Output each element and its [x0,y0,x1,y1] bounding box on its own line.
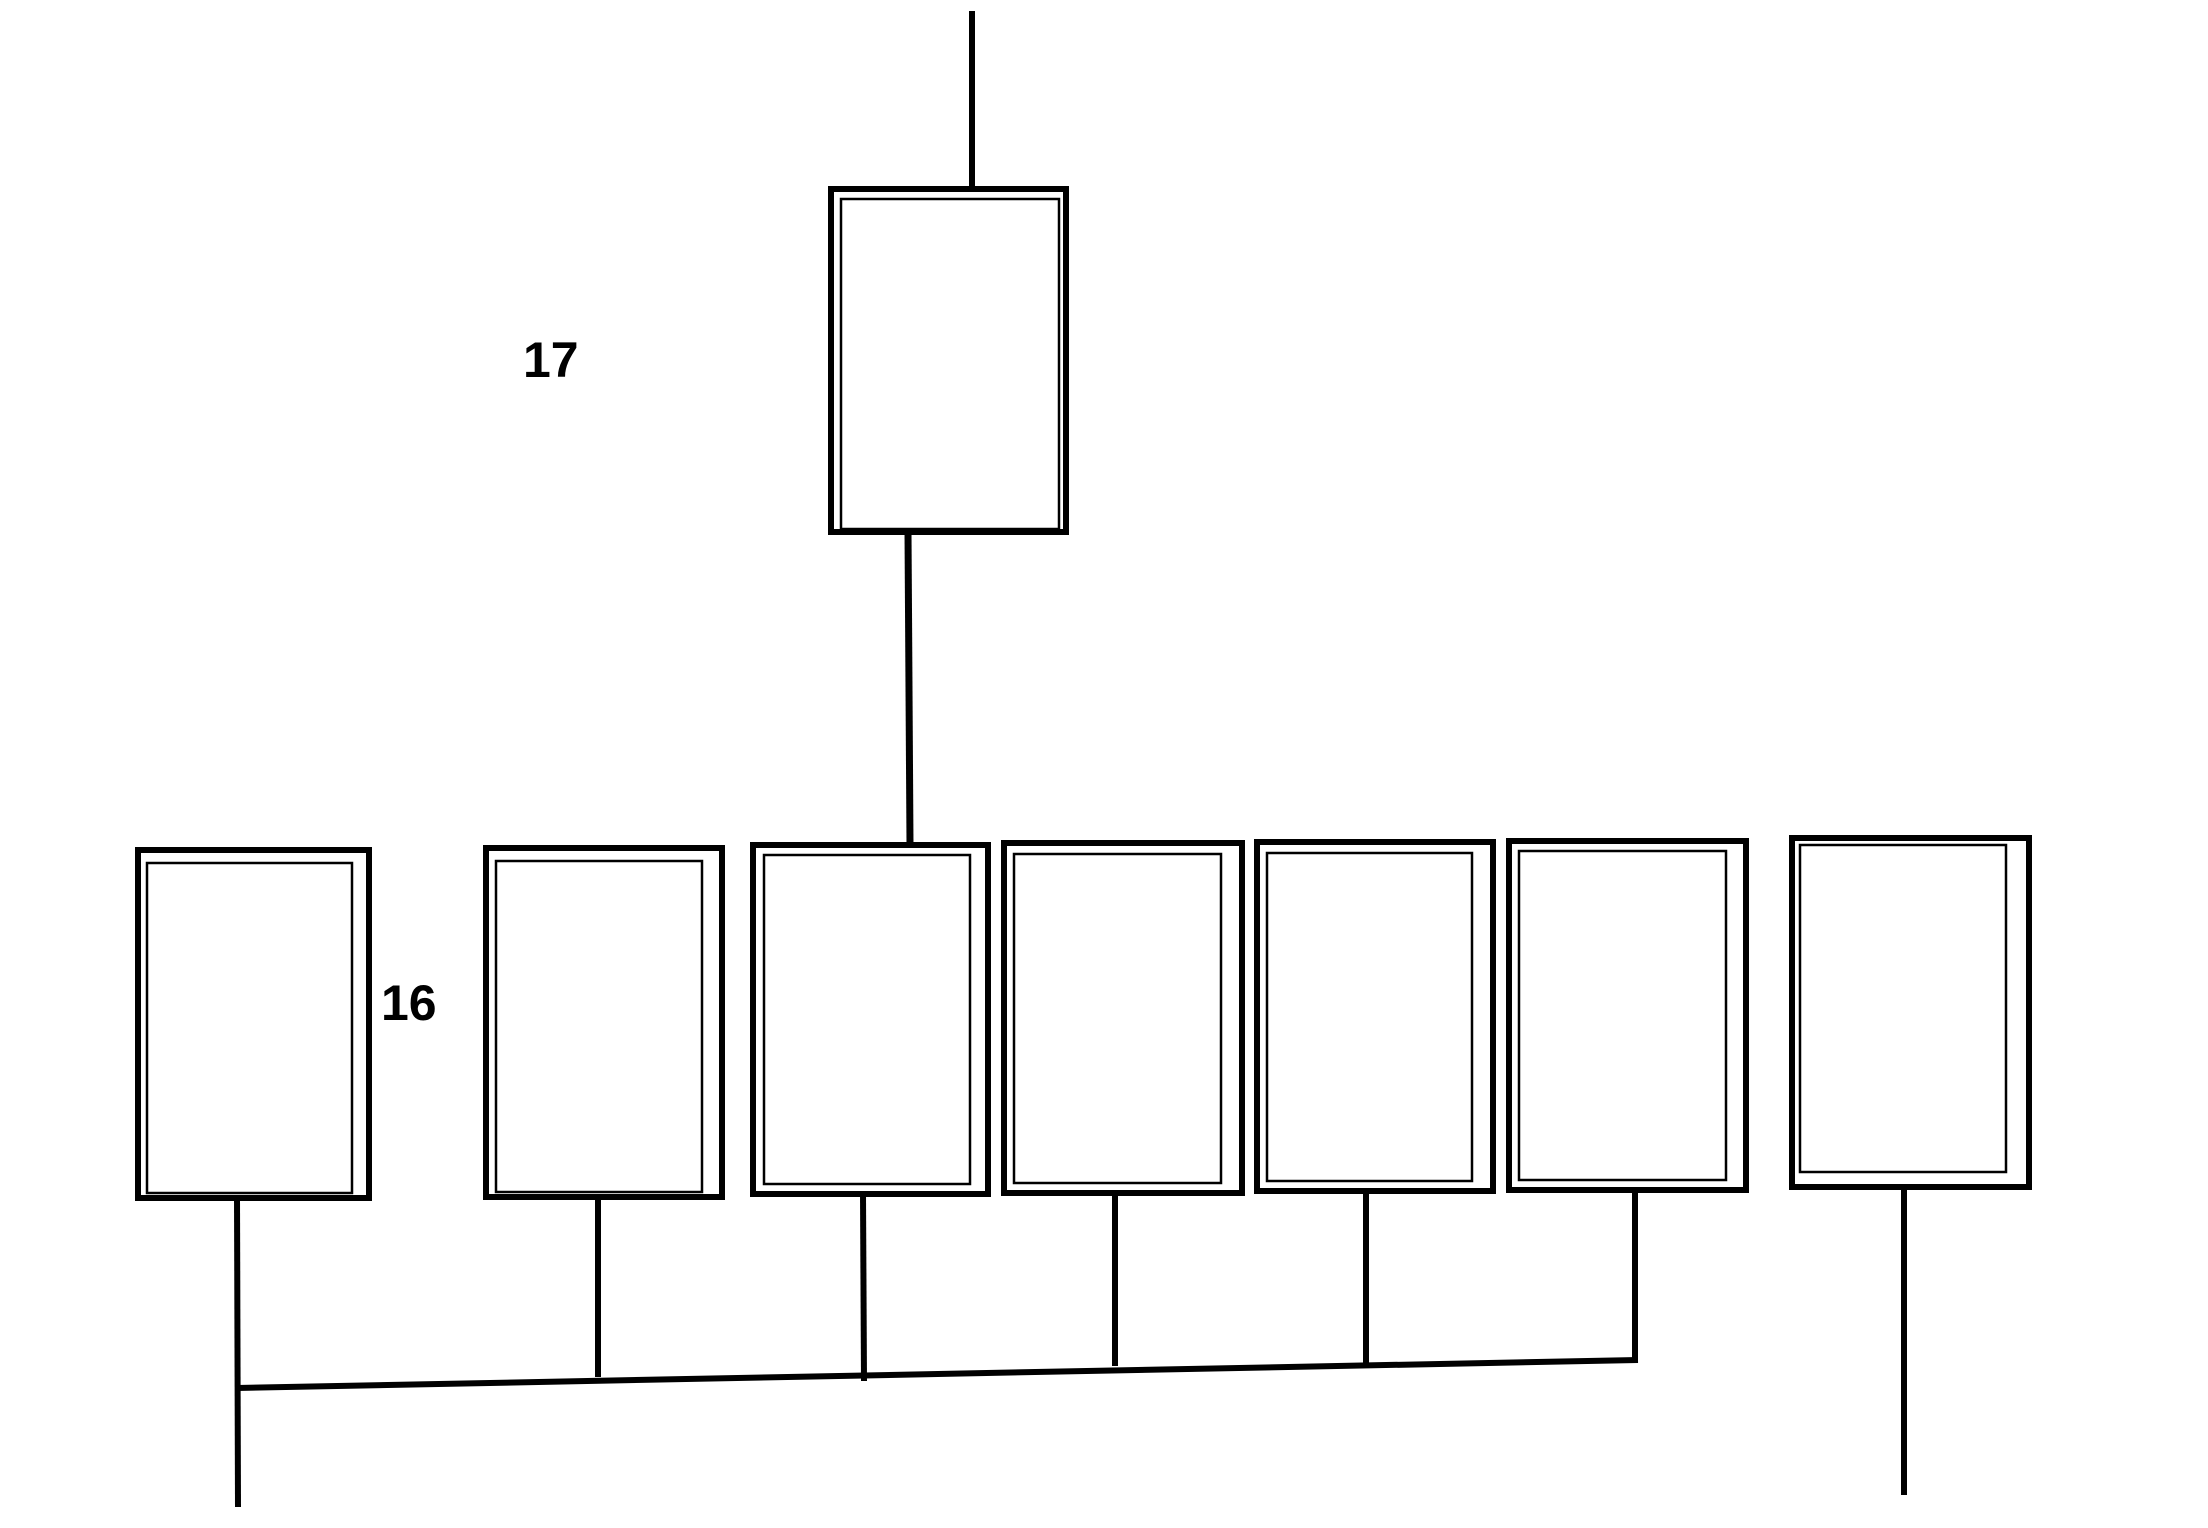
bottom-block-3 [750,842,991,1197]
stem-3 [860,1193,867,1382]
common-bus [236,1357,1639,1391]
label-17: 17 [523,332,579,388]
bottom-block-5 [1254,839,1496,1194]
bottom-block-7 [1789,835,2032,1190]
stem-1 [234,1197,241,1508]
bottom-block-4 [1001,840,1245,1196]
top-to-bottom-connector [904,531,914,846]
bottom-block-6 [1506,838,1749,1193]
bottom-block-2 [483,845,725,1200]
top-block [828,186,1069,535]
label-16: 16 [381,975,437,1031]
bottom-block-1 [135,847,372,1201]
